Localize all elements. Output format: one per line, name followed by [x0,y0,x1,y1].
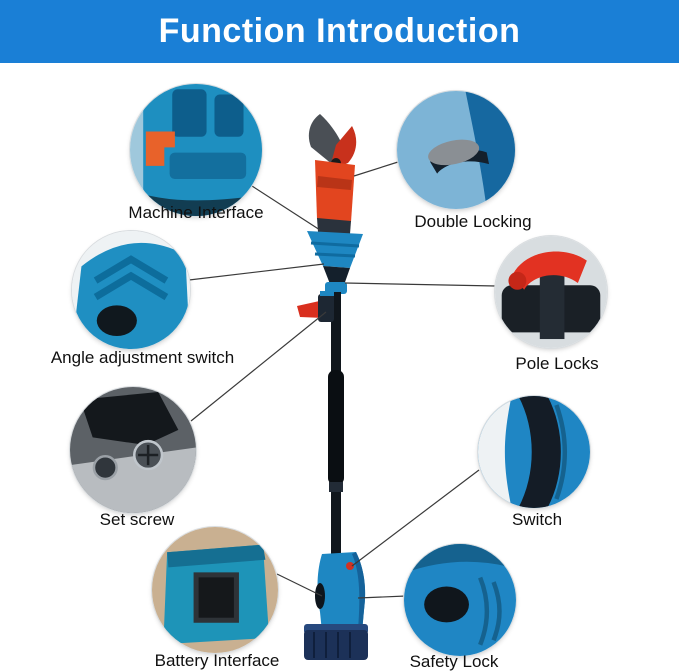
callout-label-double-locking: Double Locking [414,212,532,231]
machine-interface-closeup [130,84,262,216]
safety-lock-closeup [404,544,516,656]
callout-label-pole-locks: Pole Locks [515,354,599,373]
title-banner: Function Introduction [0,0,679,63]
set-screw-closeup [70,387,196,513]
callout-image-switch [478,396,590,508]
callout-label-set-screw: Set screw [99,510,175,529]
callout-image-set-screw [70,387,196,513]
angle-adjustment-switch-closeup [72,231,190,349]
page-title: Function Introduction [158,12,521,50]
pole-locks-closeup [495,236,607,348]
callout-image-machine-interface [130,84,262,216]
callout-label-battery-interface: Battery Interface [154,651,280,670]
callout-image-double-locking [397,91,515,209]
callout-image-safety-lock [404,544,516,656]
callout-label-machine-interface: Machine Interface [128,203,264,222]
switch-closeup [478,396,590,508]
callout-image-pole-locks [495,236,607,348]
callout-label-angle-adjustment-switch: Angle adjustment switch [50,348,235,367]
callout-image-angle-adjustment-switch [72,231,190,349]
double-locking-closeup [397,91,515,209]
callout-image-battery-interface [152,527,278,653]
callout-label-switch: Switch [511,510,563,529]
battery-interface-closeup [152,527,278,653]
callout-label-safety-lock: Safety Lock [409,652,499,671]
